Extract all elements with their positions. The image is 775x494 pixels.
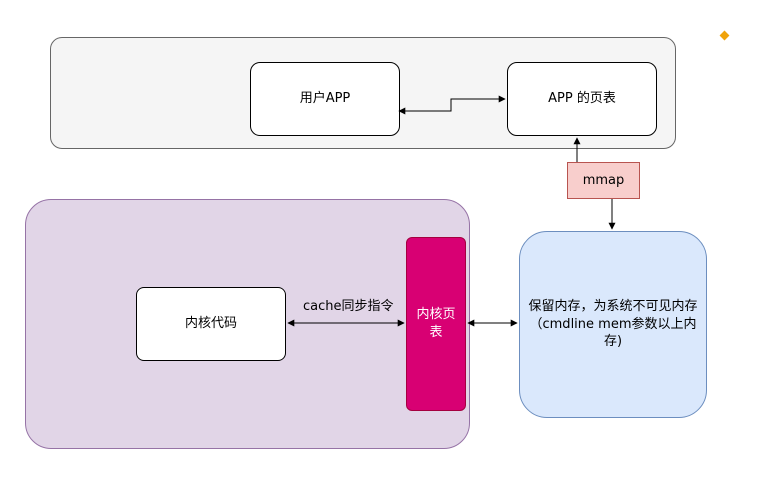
kernel-code-node[interactable]: 内核代码 [136, 287, 286, 361]
selection-marker [719, 30, 730, 41]
kernel-page-table-node[interactable]: 内核页表 [406, 237, 466, 411]
mmap-node[interactable]: mmap [567, 162, 640, 199]
user-app-node[interactable]: 用户APP [250, 62, 400, 136]
app-page-table-node[interactable]: APP 的页表 [507, 62, 657, 136]
cache-sync-label: cache同步指令 [301, 295, 396, 314]
reserved-memory-node[interactable]: 保留内存，为系统不可见内存（cmdline mem参数以上内存) [519, 231, 707, 418]
